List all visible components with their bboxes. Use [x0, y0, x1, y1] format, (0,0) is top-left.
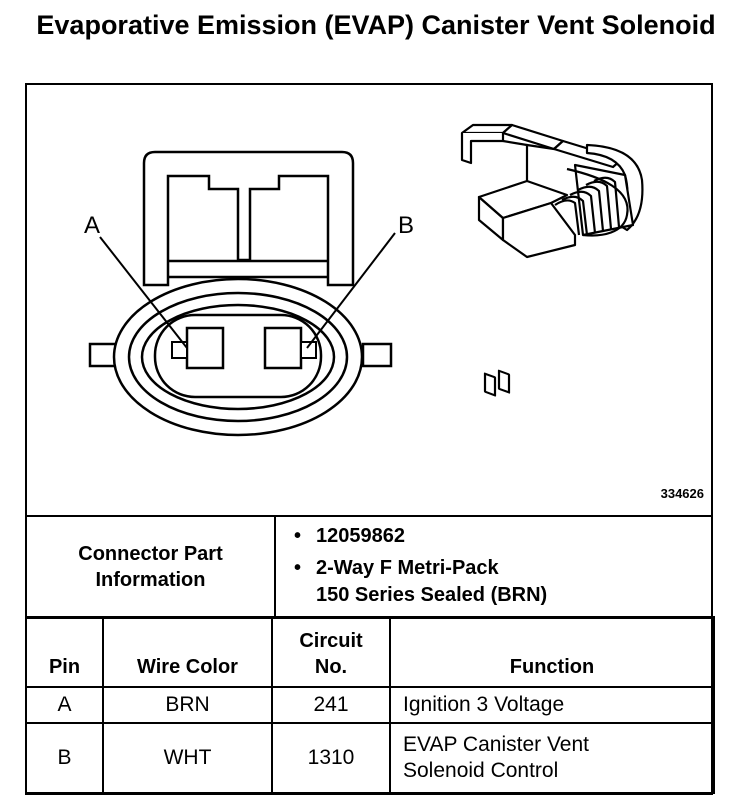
header-wire-color: Wire Color [102, 616, 273, 688]
cell-pin: B [25, 722, 104, 794]
cell-wire-color: WHT [102, 722, 273, 794]
pin-table: Pin Wire Color Circuit No. Function A BR… [25, 616, 715, 794]
cell-circuit: 1310 [271, 722, 391, 794]
part-number-item: •12059862 [294, 525, 405, 547]
connector-info-label: Connector Part Information [25, 515, 276, 619]
diagram-frame [25, 83, 713, 795]
connector-latch [142, 150, 355, 287]
pin-b-label: B [398, 212, 414, 239]
cell-function: Ignition 3 Voltage [389, 686, 715, 724]
table-row: A BRN 241 Ignition 3 Voltage [25, 686, 715, 724]
pin-a-label: A [84, 212, 100, 239]
figure-id: 334626 [660, 486, 704, 501]
header-function: Function [389, 616, 715, 688]
connector-description-item: •2-Way F Metri-Pack [294, 557, 499, 579]
cell-pin: A [25, 686, 104, 724]
pin-b-leader [306, 232, 396, 349]
cell-wire-color: BRN [102, 686, 273, 724]
table-row: B WHT 1310 EVAP Canister Vent Solenoid C… [25, 722, 715, 794]
connector-tab-right [361, 342, 393, 368]
header-circuit: Circuit No. [271, 616, 391, 688]
pin-a-cavity [185, 326, 225, 370]
header-pin: Pin [25, 616, 104, 688]
connector-diagram: A B [84, 123, 644, 437]
pin-a-leader [99, 236, 188, 349]
pin-b-cavity [263, 326, 303, 370]
connector-info-table: Connector Part Information •12059862 •2-… [25, 515, 713, 619]
connector-info-details: •12059862 •2-Way F Metri-Pack 150 Series… [274, 515, 713, 619]
page-title: Evaporative Emission (EVAP) Canister Ven… [36, 10, 716, 40]
connector-isometric-view [460, 123, 644, 397]
cell-function: EVAP Canister Vent Solenoid Control [389, 722, 715, 794]
cell-circuit: 241 [271, 686, 391, 724]
